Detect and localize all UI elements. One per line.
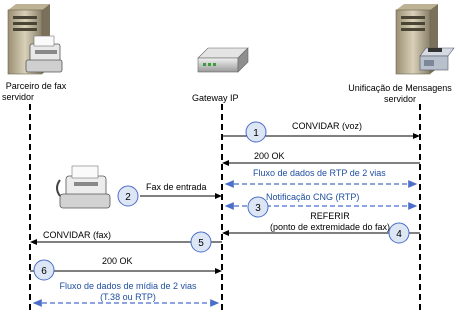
step-5-label: CONVIDAR (fax) [43,230,112,240]
step-3-number: 3 [255,203,261,214]
messaging-server-label: Unificação de Mensagens servidor [340,83,460,105]
step-4-circle: 4 [388,222,410,244]
step-2-number: 2 [125,192,131,203]
step-5-circle: 5 [190,231,212,253]
messaging-server-label-line2: servidor [383,94,416,104]
step-1-circle: 1 [245,121,267,143]
step-1-label: CONVIDAR (voz) [292,121,363,131]
fax-partner-label-line1: Parceiro de fax [5,81,67,91]
media-stream-label-line2: (T.38 ou RTP) [100,292,156,302]
fax-machine-icon [25,35,63,73]
step-6-circle: 6 [33,259,55,281]
gateway-label: Gateway IP [192,93,239,103]
step-1-number: 1 [253,128,259,139]
ok-1-label: 200 OK [254,151,285,161]
fax-machine-icon [56,165,111,209]
messaging-server-label-line1: Unificação de Mensagens [348,83,452,93]
step-4-label-line2: (ponto de extremidade do fax) [269,222,391,232]
step-3-circle: 3 [247,196,269,218]
fax-partner-label-line2: servidor [2,92,35,102]
step-6-number: 6 [41,266,47,277]
step-6-label: 200 OK [102,256,133,266]
step-3-label: Notificação CNG (RTP) [266,192,360,202]
step-2-circle: 2 [117,185,139,207]
media-stream-label-line1: Fluxo de dados de mídia de 2 vias [59,281,197,291]
telephone-icon [419,47,455,71]
media-stream-label: Fluxo de dados de mídia de 2 vias (T.38 … [44,281,212,303]
step-5-number: 5 [198,238,204,249]
fax-partner-label: Parceiro de fax servidor [2,81,70,103]
step-4-label-line1: REFERIR [310,211,350,221]
step-2-label: Fax de entrada [146,182,207,192]
step-4-label: REFERIR (ponto de extremidade do fax) [264,211,396,233]
step-4-number: 4 [396,229,402,240]
rtp-stream-label: Fluxo de dados de RTP de 2 vias [253,168,386,178]
router-icon [197,47,249,73]
